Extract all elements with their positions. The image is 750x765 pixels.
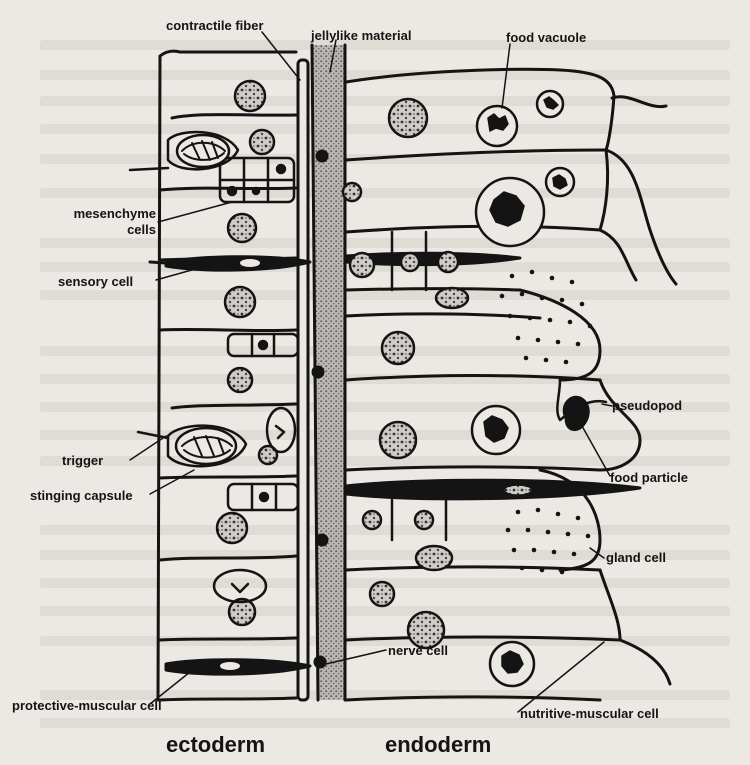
trigger-upper — [130, 168, 168, 170]
sensory-hair — [150, 262, 166, 263]
endo-nucleus-5 — [436, 288, 468, 308]
label-sensory-cell: sensory cell — [58, 274, 133, 289]
flagellum-3 — [600, 230, 636, 280]
endo-nucleus-11 — [370, 582, 394, 606]
developing-capsule-2 — [214, 570, 266, 602]
endo-nucleus-6 — [382, 332, 414, 364]
ectoderm-boundary-8 — [160, 638, 296, 640]
sensory-cell-body — [166, 257, 310, 270]
label-mesenchyme-line1: mesenchyme — [74, 206, 156, 221]
endo-boundary-8 — [346, 637, 620, 640]
label-trigger: trigger — [62, 453, 103, 468]
flagellum-1 — [612, 97, 666, 107]
ectoderm-boundary-7 — [160, 556, 296, 560]
ecto-nucleus-2 — [250, 130, 274, 154]
endo-cell-row-1-top — [346, 69, 614, 96]
nerve-cell-2 — [313, 367, 323, 377]
label-endoderm: endoderm — [385, 732, 491, 758]
label-mesenchyme-line2: cells — [127, 222, 156, 237]
endo-boundary-6 — [346, 467, 600, 470]
endo-muscular-band-2 — [346, 480, 640, 499]
endo-boundary-1 — [346, 150, 606, 160]
stinging-capsule-upper — [177, 135, 229, 167]
nerve-cell-4 — [315, 657, 325, 667]
label-protective-muscular-cell: protective-muscular cell — [12, 698, 162, 713]
endo-nucleus-10 — [416, 546, 452, 570]
label-pseudopod: pseudopod — [612, 398, 682, 413]
label-ectoderm: ectoderm — [166, 732, 265, 758]
endo-nucleus-1 — [389, 99, 427, 137]
stinging-capsule-lower — [176, 428, 236, 464]
ecto-nucleus-5 — [228, 368, 252, 392]
ecto-nucleus-4 — [225, 287, 255, 317]
nerve-cell-3 — [317, 535, 327, 545]
endo-boundary-2 — [346, 226, 600, 232]
flagellum-4 — [620, 640, 670, 684]
contractile-fiber-bar — [298, 60, 308, 700]
endo-nucleus-7 — [380, 422, 416, 458]
endo-nucleus-8 — [363, 511, 381, 529]
ectoderm-boundary-1 — [172, 115, 296, 118]
ectoderm-boundary-4 — [160, 329, 296, 330]
endo-nucleus-3 — [401, 253, 419, 271]
ecto-nucleus-1 — [235, 81, 265, 111]
label-mesenchyme-cells: mesenchyme cells — [32, 206, 156, 238]
endo-nucleus-2 — [350, 253, 374, 277]
label-gland-cell: gland cell — [606, 550, 666, 565]
endo-boundary-9 — [346, 697, 600, 700]
endo-nucleus-9 — [415, 511, 433, 529]
endo-nucleus-4 — [438, 252, 458, 272]
food-particle-body — [564, 397, 588, 429]
label-jellylike-material: jellylike material — [311, 28, 411, 43]
label-food-vacuole: food vacuole — [506, 30, 586, 45]
endo-nucleus-13 — [343, 183, 361, 201]
ectoderm-boundary-9 — [160, 698, 296, 700]
flagellum-2 — [606, 150, 676, 284]
ecto-nucleus-7 — [217, 513, 247, 543]
endo-boundary-3 — [346, 289, 520, 291]
label-nutritive-muscular-cell: nutritive-muscular cell — [520, 706, 659, 721]
label-nerve-cell: nerve cell — [388, 643, 448, 658]
label-food-particle: food particle — [610, 470, 688, 485]
label-stinging-capsule: stinging capsule — [30, 488, 133, 503]
gland-cell-granules-lower — [506, 508, 591, 575]
label-contractile-fiber: contractile fiber — [166, 18, 264, 33]
ecto-nucleus-3 — [228, 214, 256, 242]
nerve-cell-1 — [317, 151, 327, 161]
